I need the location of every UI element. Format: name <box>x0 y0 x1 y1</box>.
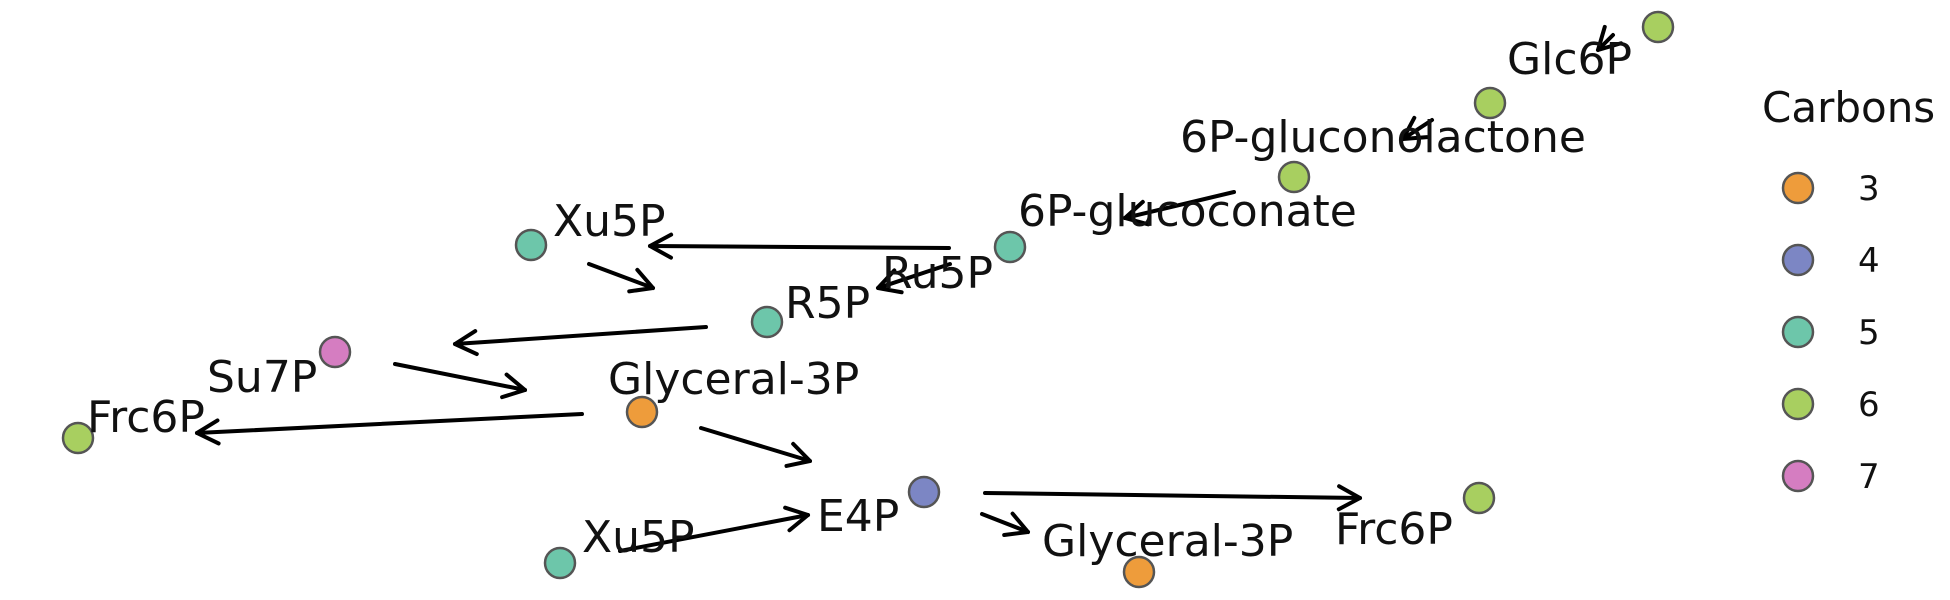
node-label: 6P-glucoconate <box>1018 186 1357 237</box>
node-marker <box>1122 555 1156 589</box>
legend-swatch <box>1781 315 1815 349</box>
arrowhead-icon <box>1123 199 1151 227</box>
node-label: Glc6P <box>1507 34 1632 85</box>
edge-glyceral3p-a-to-frc6p-a <box>195 412 584 446</box>
edge-e4p-to-frc6p-b <box>983 484 1362 512</box>
arrowhead-icon <box>1401 115 1429 141</box>
node-gluconolactone: 6P-gluconolactone <box>1180 86 1586 163</box>
node-marker <box>1641 10 1675 44</box>
legend-swatch <box>1781 243 1815 277</box>
arrowhead-icon <box>195 418 221 446</box>
arrowhead-icon <box>784 441 812 468</box>
arrowhead-icon <box>648 232 674 260</box>
node-label: R5P <box>785 278 870 329</box>
legend-label: 7 <box>1858 457 1880 497</box>
edge-gluconate-to-ru5p <box>1123 190 1236 227</box>
legend-label: 4 <box>1858 241 1880 281</box>
legend-item-7: 7 <box>1781 457 1880 497</box>
node-gluconate: 6P-glucoconate <box>1018 160 1357 237</box>
arrowhead-icon <box>1596 24 1624 52</box>
legend: Carbons 3 4 5 6 7 <box>1762 83 1935 497</box>
legend-item-5: 5 <box>1781 313 1880 353</box>
node-r5p: R5P <box>750 278 870 339</box>
legend-title: Carbons <box>1762 83 1935 132</box>
node-marker <box>907 475 941 509</box>
node-glc6p: Glc6P <box>1507 10 1675 85</box>
node-frc6p-b: Frc6P <box>1335 481 1496 555</box>
node-marker <box>750 305 784 339</box>
edge-glyceral3p-a-to-e4p <box>699 426 812 468</box>
node-label: Xu5P <box>582 512 695 563</box>
edge-xu5p-a-to-su7p <box>587 262 655 294</box>
node-label: Su7P <box>207 352 317 403</box>
arrowhead-icon <box>627 267 655 294</box>
legend-label: 3 <box>1858 169 1880 209</box>
node-ru5p: Ru5P <box>882 230 1027 299</box>
legend-swatch <box>1781 459 1815 493</box>
node-marker <box>625 395 659 429</box>
node-label: Frc6P <box>1335 504 1453 555</box>
node-marker <box>514 228 548 262</box>
legend-item-3: 3 <box>1781 169 1880 209</box>
edge-e4p-to-glyceral3p-b <box>980 511 1030 538</box>
nodes-layer: Glc6P 6P-gluconolactone 6P-glucoconateRu5P… <box>61 10 1675 589</box>
arrowhead-icon <box>1002 511 1030 538</box>
node-xu5p-b: Xu5P <box>543 512 695 580</box>
node-glyceral3p-a: Glyceral-3P <box>608 354 859 429</box>
arrowhead-icon <box>876 268 904 295</box>
legend-swatch <box>1781 171 1815 205</box>
edge-glc6p-to-gluconolactone <box>1596 24 1624 52</box>
node-label: Xu5P <box>553 196 666 247</box>
node-e4p: E4P <box>817 475 941 542</box>
node-label: Frc6P <box>87 392 205 443</box>
legend-label: 6 <box>1858 385 1880 425</box>
node-marker <box>1462 481 1496 515</box>
edge-ru5p-to-xu5p-a <box>876 262 952 295</box>
legend-item-4: 4 <box>1781 241 1880 281</box>
node-label: Glyceral-3P <box>1042 516 1293 567</box>
legend-swatch <box>1781 387 1815 421</box>
node-xu5p-a: Xu5P <box>514 196 666 262</box>
node-frc6p-a: Frc6P <box>61 392 205 455</box>
node-glyceral3p-b: Glyceral-3P <box>1042 516 1293 589</box>
arrowhead-icon <box>453 329 479 357</box>
node-label: 6P-gluconolactone <box>1180 112 1586 163</box>
node-marker <box>993 230 1027 264</box>
arrowhead-icon <box>783 505 810 533</box>
edge-su7p-to-glyceral3p-a <box>393 362 527 400</box>
edge-gluconolactone-to-gluconate <box>1401 115 1434 141</box>
node-label: E4P <box>817 491 899 542</box>
node-marker <box>318 335 352 369</box>
legend-item-6: 6 <box>1781 385 1880 425</box>
legend-label: 5 <box>1858 313 1880 353</box>
edge-ru5p-to-r5p <box>648 232 951 260</box>
node-su7p: Su7P <box>207 335 352 403</box>
node-marker <box>61 421 95 455</box>
edge-xu5p-b-to-e4p <box>618 505 810 553</box>
edge-r5p-to-su7p <box>453 325 708 357</box>
arrowhead-icon <box>1336 484 1362 512</box>
edges-layer <box>195 24 1624 553</box>
arrowhead-icon <box>500 372 527 400</box>
node-marker <box>1277 160 1311 194</box>
node-label: Glyceral-3P <box>608 354 859 405</box>
node-marker <box>1473 86 1507 120</box>
node-marker <box>543 546 577 580</box>
node-label: Ru5P <box>882 248 993 299</box>
